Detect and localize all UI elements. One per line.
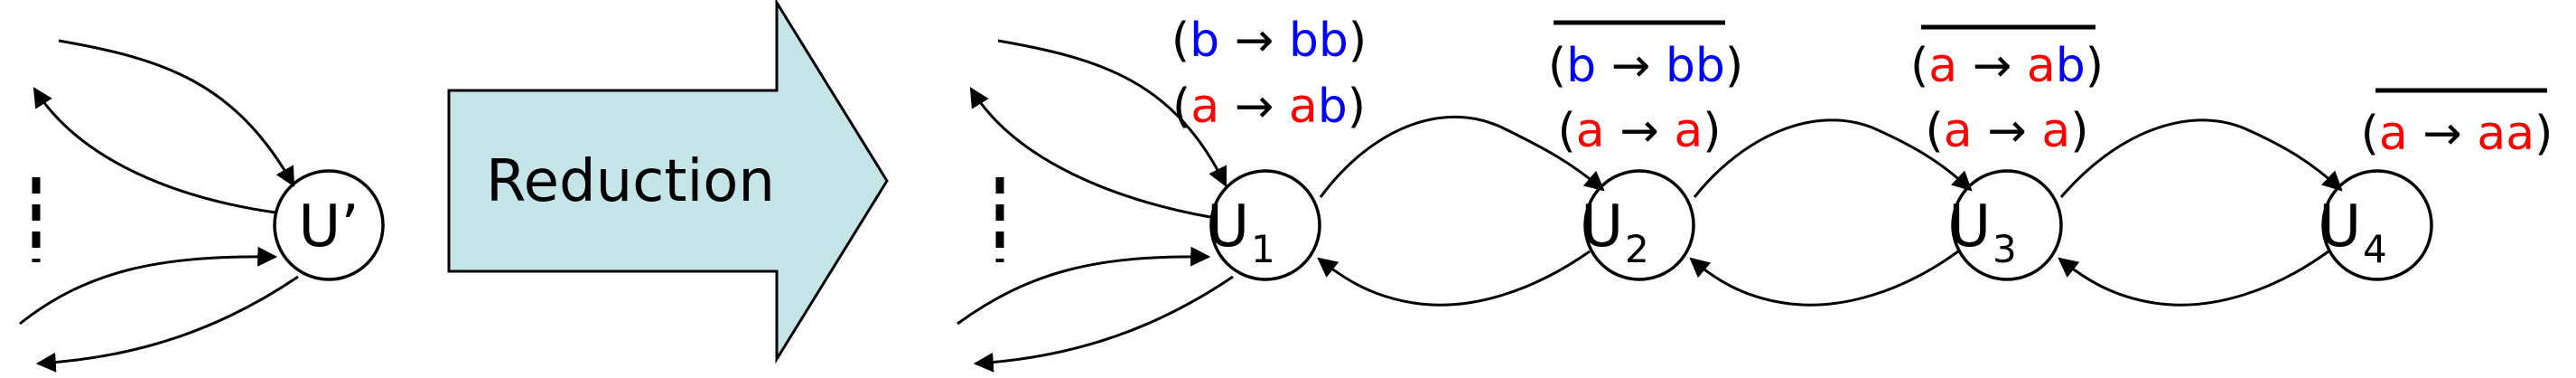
node-u3-label: U [1948,194,1991,260]
reduction-arrow-shape [447,0,889,364]
node-u-prime [273,169,385,281]
node-u4: U4 [2319,169,2433,281]
edge-u2-u3 [1693,118,1973,198]
edge-u2-u1 [1317,250,1591,307]
node-u-prime-label: U’ [298,194,359,260]
svg-text:U3: U3 [1948,194,2017,271]
u1-edge-in-top [997,39,1227,187]
edge-u3-u4 [2059,118,2343,198]
u1-edge-out-bottom [973,275,1234,373]
node-u2-label: U [1581,194,1623,260]
rule-u4-top: (a → aa) [2361,107,2553,161]
node-u1: U1 [1207,169,1321,281]
rule-u2-top: (b → bb) [1548,39,1743,93]
node-u4-label: U [2319,194,2361,260]
rule-u1-bottom: (a → ab) [1172,80,1366,134]
reduction-label: Reduction [486,148,775,215]
edge-in-bottom [19,246,278,326]
left-graph: U’ [19,39,385,373]
edge-out-bottom [35,275,299,373]
node-u1-sub: 1 [1251,227,1275,271]
node-u2-sub: 2 [1625,227,1649,271]
u1-edge-in-bottom [957,246,1211,326]
rule-u2-bottom: (a → a) [1558,104,1722,158]
svg-text:U4: U4 [2319,194,2387,271]
svg-text:U1: U1 [1207,194,1275,271]
edge-u1-u2 [1319,115,1605,198]
rule-u3-top: (a → ab) [1910,39,2104,93]
node-u4-sub: 4 [2363,227,2387,271]
edge-in-top [58,39,295,187]
node-u3: U3 [1948,169,2063,281]
node-u1-label: U [1207,194,1249,260]
edge-out-top [33,87,276,214]
svg-text:U2: U2 [1581,194,1649,271]
rule-u3-bottom: (a → a) [1926,104,2089,158]
u1-edge-out-top [969,87,1211,219]
rule-u1-top: (b → bb) [1171,14,1367,68]
node-u3-sub: 3 [1993,227,2017,271]
node-u2: U2 [1581,169,1695,281]
edge-u3-u2 [1689,250,1959,307]
right-graph: U1 U2 U3 U4 (b → bb) [957,14,2553,373]
edge-u4-u3 [2058,250,2329,307]
reduction-arrow: Reduction [447,0,889,364]
